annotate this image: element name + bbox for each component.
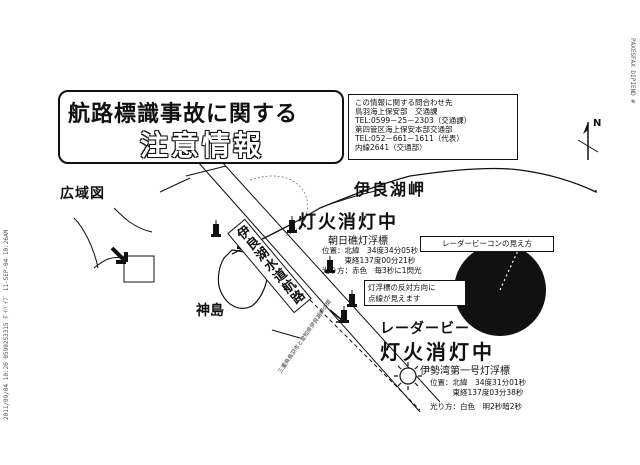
buoy-icon-5 (347, 290, 357, 307)
extinguished-light-icon (394, 362, 422, 390)
radar-dotted-line (499, 245, 521, 291)
north-arrow-icon (577, 122, 599, 160)
contact-line: TEL:052－661－1611（代表） (355, 134, 464, 143)
inset-map (73, 207, 155, 283)
channel-dashed-line (299, 289, 421, 411)
title-line2: 注意情報 (140, 129, 265, 162)
north-label: N (593, 118, 602, 129)
buoy-icon-6 (339, 306, 349, 323)
notice2-line: 東経137度03分38秒 (430, 388, 524, 397)
island-label: 神島 (196, 303, 224, 319)
channel-band (159, 161, 441, 413)
notice2-status-top: レーダービー (380, 321, 470, 337)
radar-legend: レーダービーコンの見え方 (420, 236, 554, 252)
notice1-line: 東経137度00分21秒 (322, 256, 416, 265)
notice1-name: 朝日礁灯浮標 (328, 236, 388, 247)
notice2-line: 光り方：白色 明2秒暗2秒 (430, 402, 523, 411)
direction-caption: 灯浮標の反対方向に 点線が見えます (364, 280, 466, 306)
direction-caption-line: 灯浮標の反対方向に (368, 283, 436, 292)
title-box (58, 90, 344, 164)
contact-line: この情報に関する問合わせ先 (355, 98, 453, 107)
cape-label: 伊良湖岬 (354, 180, 427, 199)
notice1-status: 灯火消灯中 (298, 212, 398, 233)
buoy-icon-4 (325, 256, 335, 273)
fax-header-top: PAXESFAX DIPIEND # (629, 38, 636, 104)
direction-caption-line: 点線が見えます (368, 294, 421, 303)
buoy-icon-3 (287, 216, 297, 233)
notice2-name: 伊勢湾第一号灯浮標 (420, 366, 510, 377)
contact-line: TEL:0599－25－2303（交通課） (355, 116, 472, 125)
inset-label: 広域図 (58, 183, 107, 203)
reef-area (249, 175, 308, 237)
notice1-line: 光り方：赤色 毎3秒に1閃光 (322, 266, 422, 275)
contact-line: 第四管区海上保安本部交通部 (355, 125, 453, 134)
title-line1: 航路標識事故に関する (68, 102, 299, 127)
notice1-line: 位置：北緯 34度34分05秒 (322, 246, 419, 255)
contact-line: 内線2641（交通部） (355, 143, 427, 152)
contact-line: 鳥羽海上保安部 交通課 (355, 107, 438, 116)
notice2-status: 灯火消灯中 (380, 340, 495, 364)
notice2-line: 位置：北緯 34度31分01秒 (430, 378, 527, 387)
buoy-icon-1 (211, 220, 221, 237)
shore-line (329, 189, 381, 205)
contact-box: この情報に関する問合わせ先 鳥羽海上保安部 交通課 TEL:0599－25－23… (348, 94, 518, 160)
